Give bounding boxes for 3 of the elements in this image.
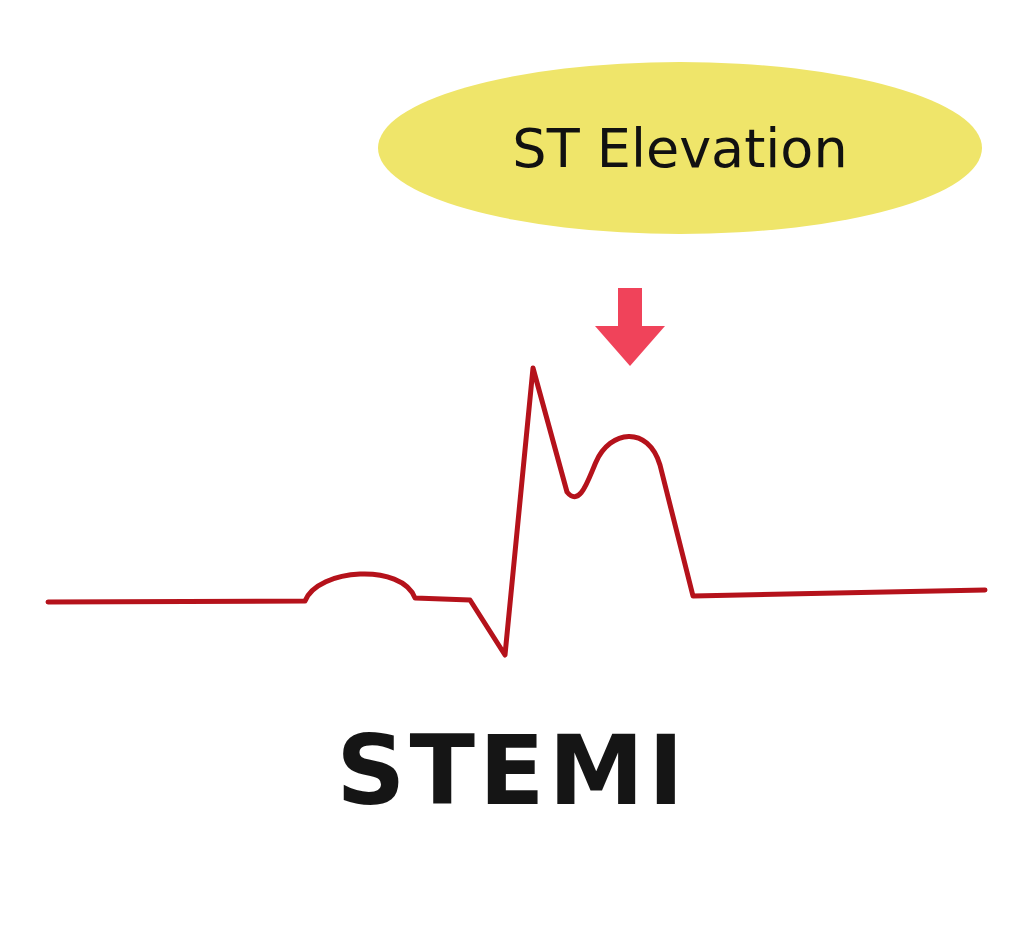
callout-text: ST Elevation bbox=[512, 116, 848, 180]
caption: STEMI bbox=[336, 715, 688, 827]
arrow bbox=[595, 288, 665, 366]
